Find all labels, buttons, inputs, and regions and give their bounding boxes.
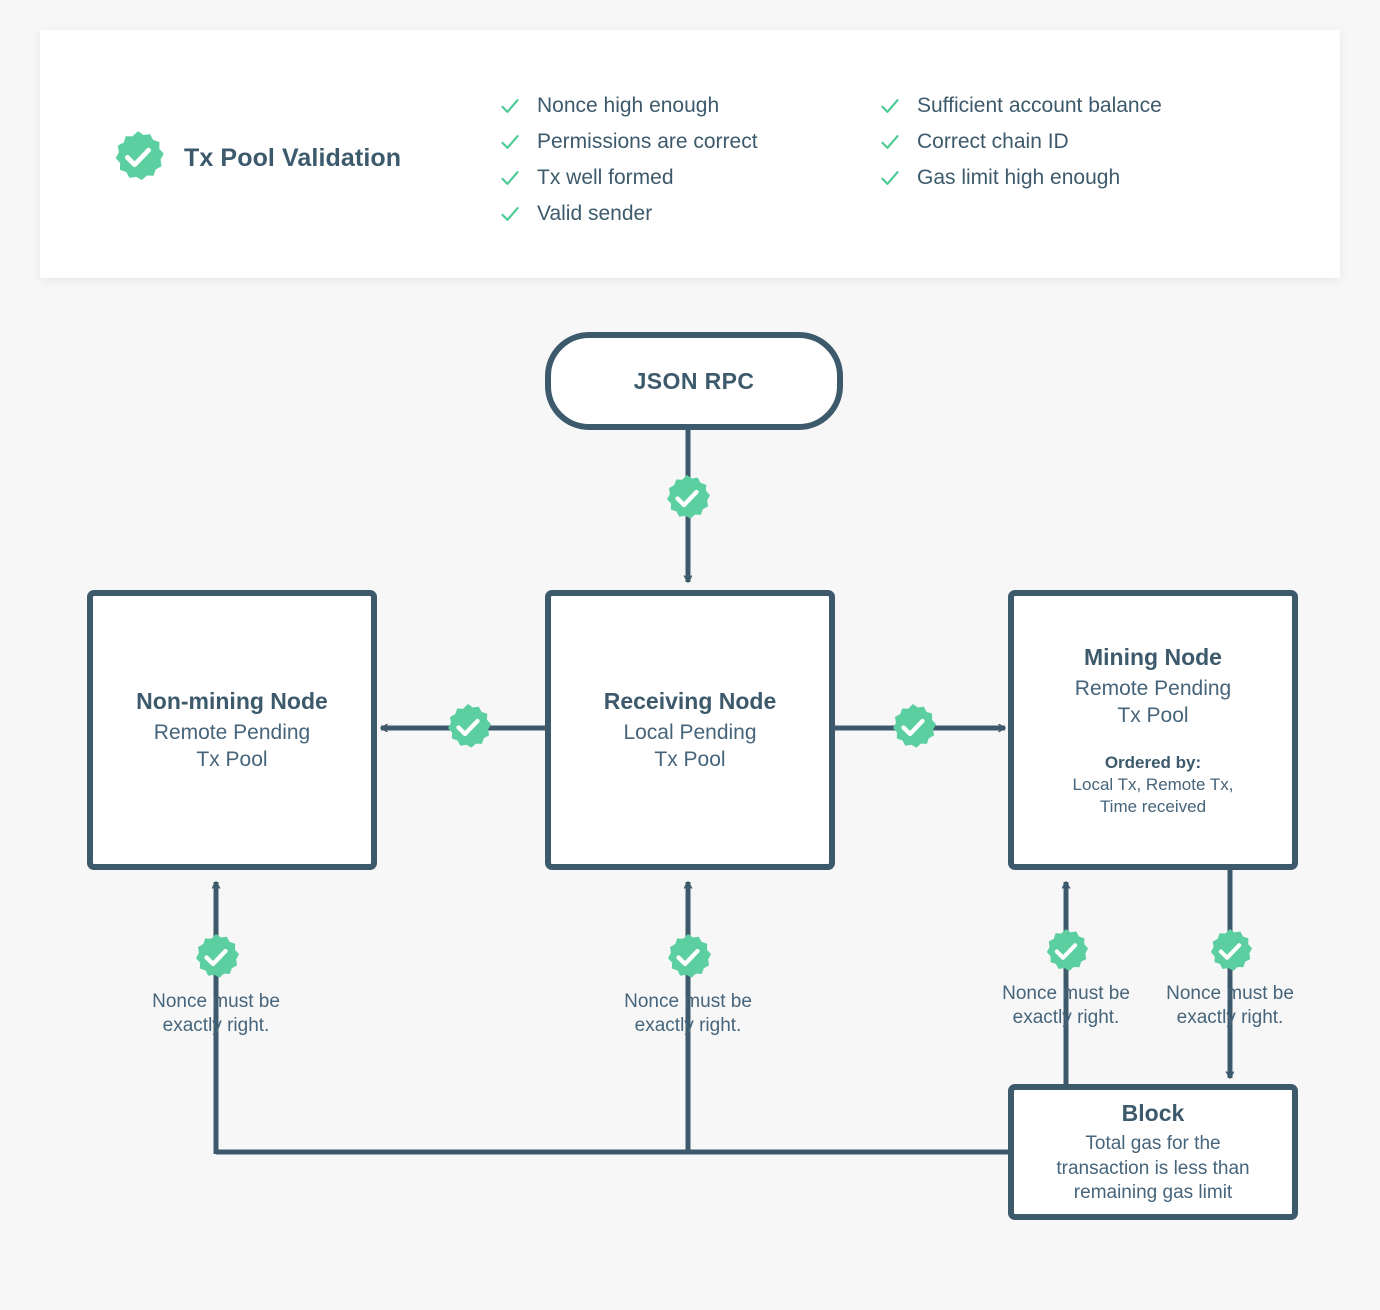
verified-check-badge-icon — [110, 130, 166, 186]
checklist-item-label: Correct chain ID — [917, 130, 1069, 153]
node-non-mining-sub-1: Remote Pending — [153, 721, 311, 745]
check-icon — [501, 207, 519, 221]
verified-check-badge-icon — [196, 934, 239, 978]
checklist-item: Tx well formed — [500, 160, 758, 196]
checklist-item: Gas limit high enough — [880, 160, 1162, 196]
node-receiving-title: Receiving Node — [603, 688, 777, 715]
checklist-item-label: Tx well formed — [537, 166, 674, 189]
node-block-sub-2: transaction is less than — [1056, 1157, 1250, 1179]
badge-nonce-receiving — [663, 933, 713, 983]
card-title: Tx Pool Validation — [184, 143, 402, 172]
caption-nonce-block: Nonce must be exactly right. — [1134, 982, 1326, 1031]
node-block[interactable]: Block Total gas for the transaction is l… — [1008, 1084, 1298, 1220]
node-json-rpc-label: JSON RPC — [633, 367, 755, 394]
check-icon — [881, 171, 899, 185]
verified-check-badge-icon — [448, 704, 491, 748]
checklist-item-label: Gas limit high enough — [917, 166, 1121, 189]
badge-receiving-to-mining — [888, 703, 938, 753]
node-mining-ordered-head: Ordered by: — [1104, 753, 1202, 773]
caption-line-1: Nonce must be — [1166, 983, 1294, 1004]
node-mining-sub-1: Remote Pending — [1074, 677, 1232, 701]
node-receiving-sub-2: Tx Pool — [654, 748, 726, 772]
caption-line-2: exactly right. — [1012, 1007, 1120, 1029]
checklist-item: Sufficient account balance — [880, 88, 1162, 124]
check-icon — [881, 99, 899, 113]
caption-line-2: exactly right. — [634, 1015, 742, 1037]
caption-line-1: Nonce must be — [152, 991, 280, 1012]
caption-nonce-non-mining: Nonce must be exactly right. — [116, 990, 316, 1039]
card-brand: Tx Pool Validation — [110, 130, 401, 186]
checklist-item-label: Sufficient account balance — [917, 94, 1162, 117]
check-icon — [501, 171, 519, 185]
checklist-item: Nonce high enough — [500, 88, 758, 124]
node-mining-sub-2: Tx Pool — [1117, 704, 1189, 728]
node-mining-ordered-line-1: Local Tx, Remote Tx, — [1072, 775, 1234, 795]
badge-receiving-to-non-mining — [443, 703, 493, 753]
node-mining-ordered-line-2: Time received — [1099, 796, 1207, 816]
badge-nonce-non-mining — [191, 933, 241, 983]
checklist-item-label: Valid sender — [537, 202, 653, 225]
checklist-column-2: Sufficient account balance Correct chain… — [880, 88, 1162, 196]
checklist-item: Permissions are correct — [500, 124, 758, 160]
caption-line-1: Nonce must be — [1002, 983, 1130, 1004]
node-block-sub-3: remaining gas limit — [1073, 1182, 1233, 1204]
verified-check-badge-icon — [1046, 928, 1089, 971]
badge-nonce-mining — [1042, 928, 1090, 976]
verified-check-badge-icon — [1210, 928, 1253, 971]
caption-nonce-mining: Nonce must be exactly right. — [970, 982, 1162, 1031]
caption-line-2: exactly right. — [162, 1015, 270, 1037]
node-non-mining-title: Non-mining Node — [136, 688, 328, 715]
checklist-item: Correct chain ID — [880, 124, 1162, 160]
checklist-item: Valid sender — [500, 196, 758, 232]
node-block-title: Block — [1121, 1099, 1185, 1126]
node-non-mining[interactable]: Non-mining Node Remote Pending Tx Pool — [87, 590, 377, 870]
node-receiving-sub-1: Local Pending — [623, 721, 757, 745]
checklist-item-label: Permissions are correct — [537, 130, 758, 153]
checklist-column-1: Nonce high enough Permissions are correc… — [500, 88, 758, 232]
badge-nonce-block — [1206, 928, 1254, 976]
node-block-sub-1: Total gas for the — [1085, 1132, 1221, 1154]
check-icon — [501, 135, 519, 149]
node-json-rpc[interactable]: JSON RPC — [545, 332, 843, 430]
node-mining[interactable]: Mining Node Remote Pending Tx Pool Order… — [1008, 590, 1298, 870]
node-non-mining-sub-2: Tx Pool — [196, 748, 268, 772]
check-icon — [501, 99, 519, 113]
verified-check-badge-icon — [668, 934, 711, 978]
check-icon — [881, 135, 899, 149]
caption-nonce-receiving: Nonce must be exactly right. — [588, 990, 788, 1039]
caption-line-1: Nonce must be — [624, 991, 752, 1012]
checklist-item-label: Nonce high enough — [537, 94, 720, 117]
tx-pool-validation-card: Tx Pool Validation Nonce high enough Per… — [40, 30, 1340, 278]
caption-line-2: exactly right. — [1176, 1007, 1284, 1029]
verified-check-badge-icon — [893, 704, 936, 748]
node-receiving[interactable]: Receiving Node Local Pending Tx Pool — [545, 590, 835, 870]
verified-check-badge-icon — [667, 475, 710, 519]
node-mining-title: Mining Node — [1084, 644, 1222, 671]
badge-json-rpc-to-receiving — [662, 474, 712, 524]
